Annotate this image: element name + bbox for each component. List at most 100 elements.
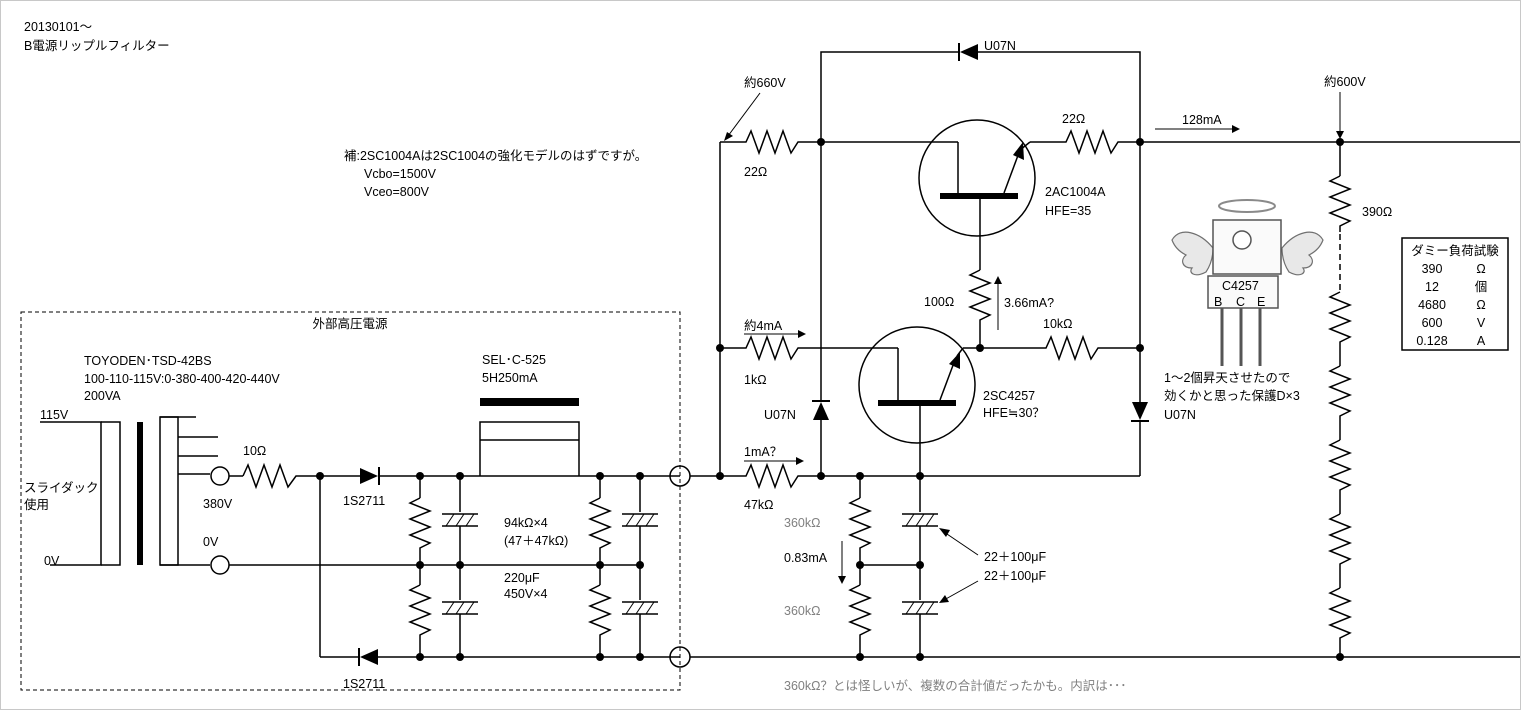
tap-380v: 380V	[203, 497, 233, 511]
resistor-47k	[740, 462, 1140, 490]
transformer	[40, 416, 218, 566]
load-resistor-3	[1327, 365, 1353, 440]
resistor-10	[242, 462, 300, 490]
dummy-load-row-1-value: 390	[1422, 262, 1443, 276]
terminal-0v	[210, 555, 230, 575]
caps-label-2: 450V×4	[504, 587, 547, 601]
dummy-load-row-3-value: 4680	[1418, 298, 1446, 312]
diode-bottom-label: 1S2711	[343, 677, 385, 691]
cap-col3-bottom	[902, 601, 938, 615]
load-resistor-4	[1327, 439, 1353, 514]
external-supply-title: 外部高圧電源	[312, 316, 388, 331]
cap-col2-top	[622, 513, 658, 527]
dummy-load-row-2-unit: 個	[1475, 280, 1488, 294]
choke-core	[480, 398, 579, 406]
i-1ma-label: 1mA？	[744, 445, 782, 459]
slidac-label-1: スライダック	[24, 480, 99, 495]
dummy-load-row-4-value: 600	[1422, 316, 1443, 330]
diode-right-label: U07N	[1164, 408, 1196, 422]
diode-left-label: U07N	[764, 408, 796, 422]
dummy-load-row-2-value: 12	[1425, 280, 1439, 294]
protect-note-2: 効くかと思った保護D×3	[1164, 388, 1300, 403]
v-in-label: 約660V	[744, 75, 786, 90]
bleeder-label-2: (47＋47kΩ)	[504, 534, 568, 548]
resistor-360k-top	[847, 497, 873, 565]
cap2-label: 22＋100μF	[984, 569, 1046, 583]
diode-top-label-u07n: U07N	[984, 39, 1016, 53]
bleeder-r3	[587, 497, 613, 565]
cap-col1-top	[442, 513, 478, 527]
diode-bottom-1s2711	[358, 648, 378, 666]
resistor-22-left	[740, 128, 821, 156]
dummy-load-row-5-value: 0.128	[1416, 334, 1447, 348]
r22-left-label: 22Ω	[744, 165, 767, 179]
dummy-load-row-1-unit: Ω	[1476, 262, 1485, 276]
i-083-label: 0.83mA	[784, 551, 828, 565]
terminal-380v	[210, 466, 230, 486]
dummy-load-row-3-unit: Ω	[1476, 298, 1485, 312]
pin-e: E	[1257, 295, 1265, 309]
r22-right-label: 22Ω	[1062, 112, 1085, 126]
transformer-va: 200VA	[84, 389, 121, 403]
junction-dots-right	[716, 138, 1344, 661]
pin-b: B	[1214, 295, 1222, 309]
cap1-label: 22＋100μF	[984, 550, 1046, 564]
transformer-taps: 100-110-115V:0-380-400-420-440V	[84, 372, 280, 386]
r1k-label: 1kΩ	[744, 373, 767, 387]
resistor-360k-bottom	[847, 584, 873, 657]
transformer-model: TOYODEN･TSD-42BS	[84, 354, 212, 368]
diode-left-u07n	[812, 400, 830, 420]
dummy-load-title: ダミー負荷試験	[1411, 243, 1499, 258]
footnote: 360kΩ？とは怪しいが、複数の合計値だったかも。内訳は･･･	[784, 678, 1126, 693]
c4257-label: C4257	[1222, 279, 1259, 293]
i-q1-base-label: 3.66mA?	[1004, 296, 1054, 310]
pin-c: C	[1236, 295, 1245, 309]
note-line-3: Vceo=800V	[364, 185, 430, 199]
bleeder-label-1: 94kΩ×4	[504, 516, 548, 530]
load-resistor-1	[1327, 175, 1353, 232]
q2-base-bar	[878, 400, 956, 406]
q1-hfe: HFE=35	[1045, 204, 1091, 218]
resistor-22-right	[1060, 128, 1520, 156]
q1-transistor	[918, 119, 1036, 237]
load-resistor-6	[1327, 587, 1353, 657]
primary-115v: 115V	[40, 408, 69, 422]
diode-top-u07n	[958, 43, 978, 61]
r360-bottom-label: 360kΩ	[784, 604, 820, 618]
load-resistor-2	[1327, 291, 1353, 366]
dummy-load-row-5-unit: A	[1477, 334, 1486, 348]
q2-transistor	[858, 326, 976, 444]
bleeder-r4	[587, 584, 613, 657]
choke-rating: 5H250mA	[482, 371, 538, 385]
resistor-10k	[1040, 334, 1140, 362]
note-line-2: Vcbo=1500V	[364, 167, 437, 181]
v-out-label: 約600V	[1324, 74, 1366, 89]
header-title: B電源リップルフィルター	[24, 39, 170, 53]
slidac-label-2: 使用	[24, 497, 49, 512]
primary-0v: 0V	[44, 554, 60, 568]
cap-col3-top	[902, 513, 938, 527]
dummy-load-table: ダミー負荷試験 390 Ω 12 個 4680 Ω 600 V 0.128 A	[1401, 237, 1509, 351]
q2-name: 2SC4257	[983, 389, 1035, 403]
load-resistor-5	[1327, 513, 1353, 588]
resistor-100	[967, 269, 993, 348]
caps-label-1: 220μF	[504, 571, 540, 585]
diode-right-u07n	[1131, 402, 1149, 422]
header-date: 20130101～	[24, 20, 92, 34]
junction-dots-left	[316, 472, 644, 661]
choke-model: SEL･C-525	[482, 353, 546, 367]
tap-0v: 0V	[203, 535, 219, 549]
r360-top-label: 360kΩ	[784, 516, 820, 530]
dummy-load-row-4-unit: V	[1477, 316, 1486, 330]
cap-col2-bottom	[622, 601, 658, 615]
protect-note-1: 1～2個昇天させたので	[1164, 371, 1290, 385]
i-4ma-label: 約4mA	[744, 318, 783, 333]
q2-hfe: HFE≒30？	[983, 406, 1045, 420]
note-line-1: 補:2SC1004Aは2SC1004の強化モデルのはずですが。	[344, 148, 647, 163]
r100-label: 100Ω	[924, 295, 954, 309]
r47k-label: 47kΩ	[744, 498, 774, 512]
q1-base-bar	[940, 193, 1018, 199]
cap-col1-bottom	[442, 601, 478, 615]
q1-name: 2AC1004A	[1045, 185, 1106, 199]
